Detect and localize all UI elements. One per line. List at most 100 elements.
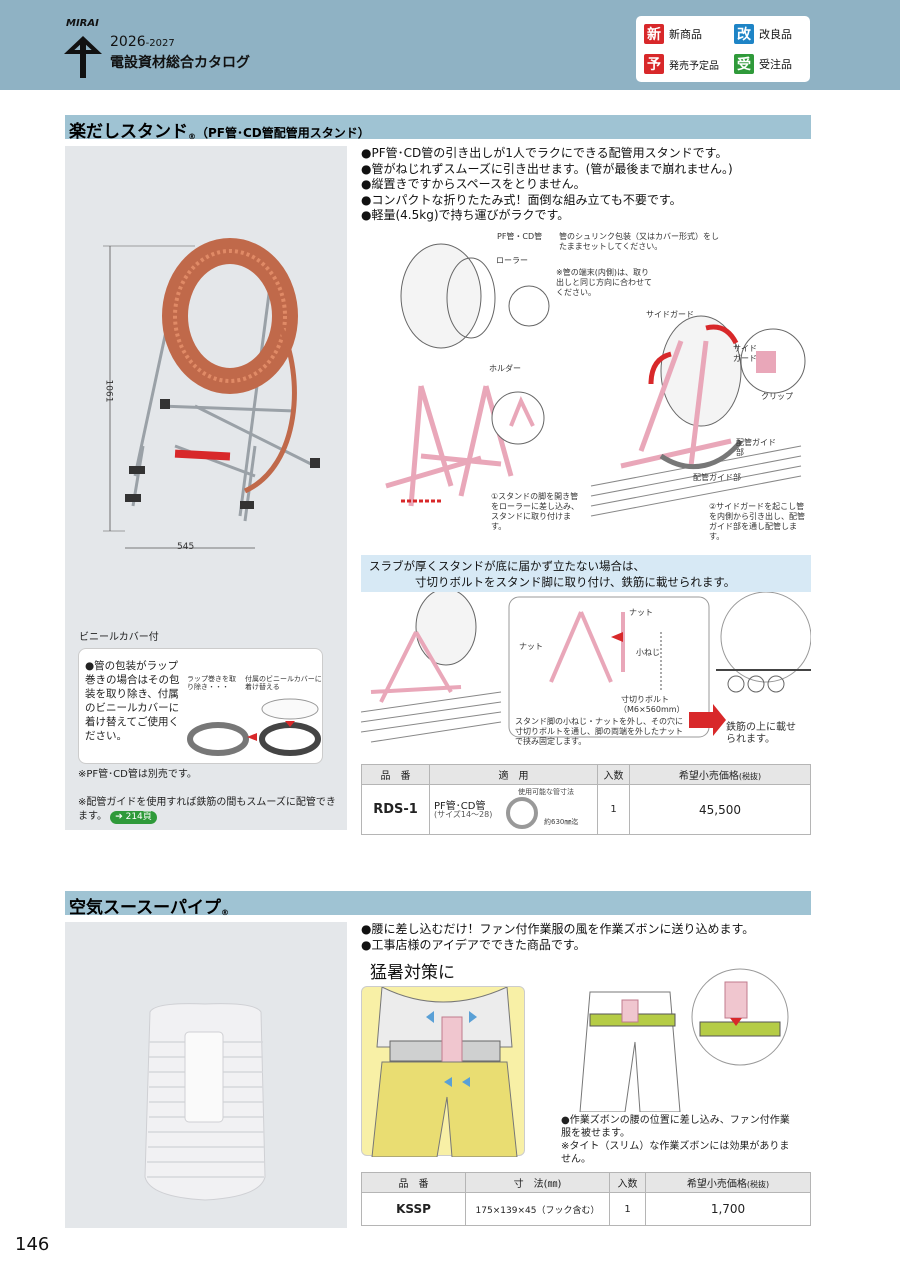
legend-box: 新 新商品 改 改良品 予 発売予定品 受 受注品	[636, 16, 810, 82]
table-row: KSSP 175×139×45（フック含む） 1 1,700	[361, 1192, 811, 1226]
label-clip: クリップ	[761, 392, 793, 401]
slab-note-line1: スラブが厚くスタンドが底に届かず立たない場合は、	[369, 559, 645, 573]
label-pipe: PF管・CD管	[497, 232, 543, 241]
col-header-qty: 入数	[597, 764, 630, 785]
apply-sub: (サイズ14〜28)	[434, 810, 493, 819]
note-pipe-guide: ※配管ガイドを使用すれば鉄筋の間もスムーズに配管できます。 ➔ 214頁	[78, 797, 336, 824]
label-side-guard-2: サイドガード	[733, 344, 757, 363]
vinyl-cover-illustration	[187, 698, 321, 756]
mirai-logo-icon	[64, 36, 102, 78]
size-value: 約630㎜迄	[544, 818, 579, 826]
worker-front-illustration	[550, 962, 812, 1113]
page-number: 146	[15, 1234, 50, 1255]
stand-spec-table: 品 番 適 用 入数 希望小売価格(税抜) RDS-1 PF管･CD管 (サイズ…	[361, 764, 811, 835]
catalog-year: 2026-2027	[110, 34, 175, 50]
order-badge-icon: 受	[734, 54, 754, 74]
label-nut-2: ナット	[519, 642, 543, 651]
product-code: RDS-1	[361, 784, 430, 835]
list-item: 腰に差し込むだけ！ファン付作業服の風を作業ズボンに送り込めます。	[361, 922, 801, 938]
list-item: 縦置きですからスペースをとりません。	[361, 177, 801, 193]
heat-countermeasure-label: 猛暑対策に	[370, 963, 455, 983]
improved-badge-icon: 改	[734, 24, 754, 44]
step2-caption: ②サイドガードを起こし管を内側から引き出し、配管ガイド部を通し配管します。	[709, 502, 805, 541]
legend-label: 改良品	[759, 28, 792, 41]
apply-cell: PF管･CD管 (サイズ14〜28) 使用可能な管寸法 約630㎜迄	[429, 784, 598, 835]
list-item: 管がねじれずスムーズに引き出せます。(管が最後まで崩れません。)	[361, 162, 801, 178]
section-title: 楽だしスタンド®（PF管･CD管配管用スタンド）	[69, 122, 370, 142]
label-nut: ナット	[629, 608, 653, 617]
vinyl-label-a: ラップ巻きを取り除き・・・	[187, 675, 236, 691]
slab-bolt-illustration	[360, 588, 812, 743]
legend-improved: 改 改良品	[734, 24, 792, 44]
legend-label: 新商品	[669, 28, 702, 41]
label-pipe-note: 管のシュリンク包装（又はカバー形式）をしたままセットしてください。	[559, 232, 719, 251]
label-screw: 小ねじ	[636, 648, 660, 657]
note-pipe-sold-separately: ※PF管･CD管は別売です。	[78, 769, 197, 780]
size-caption: 使用可能な管寸法	[518, 788, 574, 796]
list-item: PF管･CD管の引き出しが1人でラクにできる配管用スタンドです。	[361, 146, 801, 162]
qty-cell: 1	[597, 784, 630, 835]
label-bolt: 寸切りボルト	[621, 695, 669, 704]
slab-note-box: スラブが厚くスタンドが底に届かず立たない場合は、 寸切りボルトをスタンド脚に取り…	[361, 555, 811, 599]
usage-note: ●作業ズボンの腰の位置に差し込み、ファン付作業服を被せます。	[561, 1115, 790, 1139]
setup-diagram: PF管・CD管 管のシュリンク包装（又はカバー形式）をしたままセットしてください…	[361, 226, 811, 552]
slab-diagram: ナット ナット 小ねじ 寸切りボルト （M6×560mm） スタンド脚の小ねじ・…	[360, 588, 812, 756]
price-cell: 45,500	[629, 784, 811, 835]
vinyl-text: ●管の包装がラップ巻きの場合はその包装を取り除き、付属のビニールカバーに着け替え…	[85, 660, 180, 742]
legend-upcoming: 予 発売予定品	[644, 54, 719, 74]
section-bar-pipe: 空気スースーパイプ®	[65, 891, 811, 918]
col-header-price: 希望小売価格(税抜)	[645, 1172, 811, 1193]
label-side-guard: サイドガード	[646, 310, 694, 319]
vinyl-heading: ビニールカバー付	[79, 632, 159, 643]
dim-width: 545	[177, 542, 195, 552]
pipe-feature-list: 腰に差し込むだけ！ファン付作業服の風を作業ズボンに送り込めます。 工事店様のアイ…	[361, 922, 801, 953]
stand-product-image	[103, 238, 320, 549]
label-bolt-size: （M6×560mm）	[619, 705, 685, 714]
bolt-instruction: スタンド脚の小ねじ・ナットを外し、その穴に寸切りボルトを通し、脚の両端を外したナ…	[515, 717, 683, 746]
size-cell: 175×139×45（フック含む）	[465, 1192, 610, 1226]
label-end-note: ※管の端末(内側)は、取り出しと同じ方向に合わせてください。	[556, 268, 652, 297]
upcoming-badge-icon: 予	[644, 54, 664, 74]
stand-setup-illustration	[385, 243, 806, 517]
vinyl-label-b: 付属のビニールカバーに着け替える	[245, 675, 322, 691]
stand-feature-list: PF管･CD管の引き出しが1人でラクにできる配管用スタンドです。 管がねじれずス…	[361, 146, 801, 224]
new-badge-icon: 新	[644, 24, 664, 44]
label-roller: ローラー	[496, 256, 528, 265]
col-header-code: 品 番	[361, 1172, 466, 1193]
list-item: 工事店様のアイデアでできた商品です。	[361, 938, 801, 954]
price-cell: 1,700	[645, 1192, 811, 1226]
legend-label: 発売予定品	[669, 60, 719, 72]
catalog-title: 電設資材総合カタログ	[110, 55, 250, 71]
section-bar-stand: 楽だしスタンド®（PF管･CD管配管用スタンド）	[65, 115, 811, 142]
apply-main: PF管･CD管	[434, 801, 486, 812]
page-ref-link[interactable]: ➔ 214頁	[110, 811, 157, 824]
section-title: 空気スースーパイプ®	[69, 898, 229, 918]
col-header-apply: 適 用	[429, 764, 598, 785]
worker-front-image	[579, 968, 789, 1113]
pipe-photo-panel	[65, 922, 347, 1228]
table-row: RDS-1 PF管･CD管 (サイズ14〜28) 使用可能な管寸法 約630㎜迄…	[361, 784, 811, 835]
worker-waist-image	[371, 986, 518, 1158]
legend-order: 受 受注品	[734, 54, 792, 74]
label-pipe-guard: 配管ガイド部	[736, 438, 776, 457]
air-pipe-product-image	[144, 1003, 266, 1201]
col-header-code: 品 番	[361, 764, 430, 785]
col-header-size: 寸 法(㎜)	[465, 1172, 610, 1193]
col-header-price: 希望小売価格(税抜)	[629, 764, 811, 785]
legend-label: 受注品	[759, 58, 792, 71]
col-header-qty: 入数	[609, 1172, 646, 1193]
list-item: 軽量(4.5kg)で持ち運びがラクです。	[361, 208, 801, 224]
page-header: MIRAI 2026-2027 電設資材総合カタログ 新 新商品 改 改良品 予…	[0, 0, 900, 90]
product-code: KSSP	[361, 1192, 466, 1226]
worker-back-illustration	[361, 986, 525, 1158]
qty-cell: 1	[609, 1192, 646, 1226]
brand-logo-text: MIRAI	[66, 18, 99, 29]
rebar-result: 鉄筋の上に載せられます。	[726, 722, 796, 745]
label-holder: ホルダー	[489, 364, 521, 373]
slab-note-line2: 寸切りボルトをスタンド脚に取り付け、鉄筋に載せられます。	[415, 575, 736, 589]
list-item: コンパクトな折りたたみ式！面倒な組み立ても不要です。	[361, 193, 801, 209]
dim-height: 1061	[103, 379, 114, 403]
usage-warning: ※タイト（スリム）な作業ズボンには効果がありません。	[561, 1141, 790, 1165]
step1-caption: ①スタンドの脚を開き管をローラーに差し込み、スタンドに取り付けます。	[491, 492, 579, 531]
vinyl-cover-box: ●管の包装がラップ巻きの場合はその包装を取り除き、付属のビニールカバーに着け替え…	[78, 648, 323, 764]
